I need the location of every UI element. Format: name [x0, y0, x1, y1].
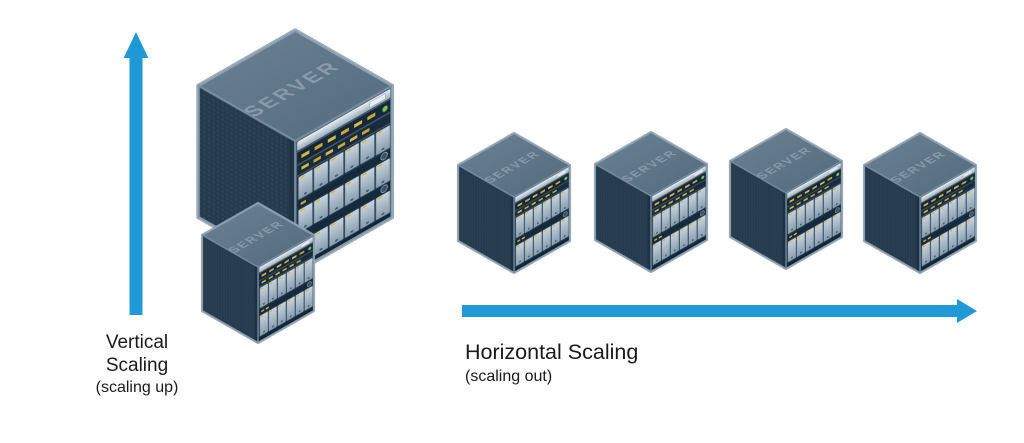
- server-icon-2: [595, 132, 707, 272]
- power-led: [381, 104, 389, 113]
- vertical-arrow: [123, 32, 149, 315]
- server-icon-1: [458, 133, 570, 273]
- horizontal-arrow: [462, 299, 977, 323]
- horizontal-scaling-sublabel: (scaling out): [465, 368, 552, 385]
- server-icon-large: SERVER: [196, 28, 395, 275]
- vertical-scaling-label-line1: Vertical: [106, 332, 168, 353]
- knob: [380, 151, 388, 161]
- vertical-scaling-sublabel: (scaling up): [96, 379, 179, 396]
- knob: [380, 184, 388, 194]
- server-icon-3: [730, 129, 842, 269]
- horizontal-scaling-label: Horizontal Scaling: [465, 340, 638, 364]
- server-icon-4: [864, 133, 976, 273]
- server-badge: [369, 93, 386, 108]
- vertical-scaling-label-line2: Scaling: [106, 355, 168, 376]
